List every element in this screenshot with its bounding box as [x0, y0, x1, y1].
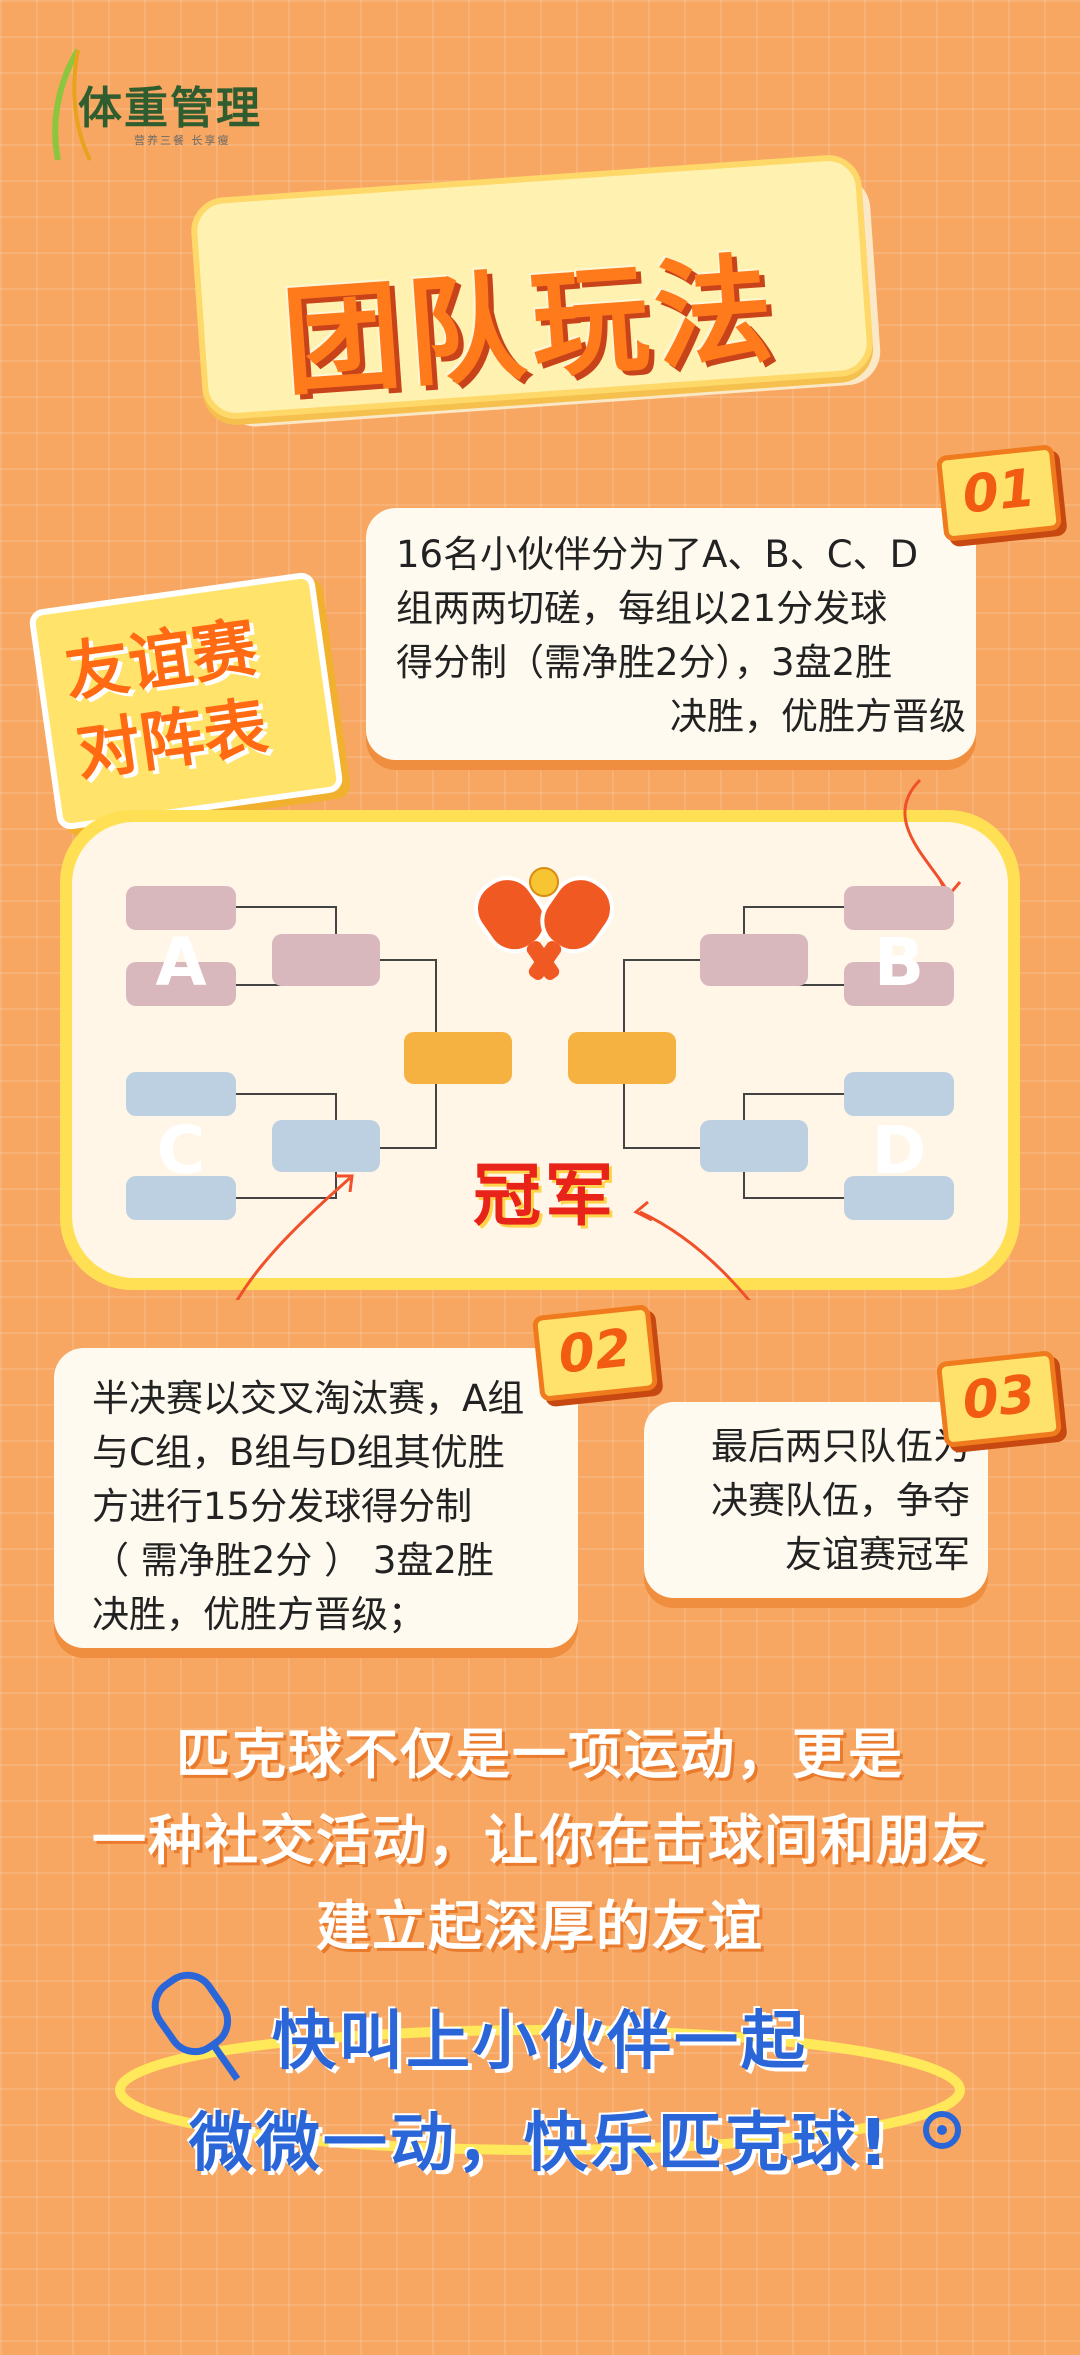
slogan-line: 建立起深厚的友谊 [316, 1895, 764, 1958]
group-c-winner-slot [272, 1120, 380, 1172]
cta-line-2: 微微一动，快乐匹克球! [188, 2107, 892, 2181]
group-b-slot [844, 886, 954, 930]
group-b-winner-slot [700, 934, 808, 986]
group-d-winner-slot [700, 1120, 808, 1172]
step-1-text: 16名小伙伴分为了A、B、C、D 组两两切磋，每组以21分发球 得分制（需净胜2… [396, 528, 966, 744]
logo-subtitle: 营养三餐 长享瘦 [134, 134, 231, 147]
step-2-line: 决胜，优胜方晋级； [92, 1593, 425, 1636]
step-1-line: 得分制（需净胜2分），3盘2胜 [396, 641, 893, 684]
step-1-line: 决胜，优胜方晋级 [670, 695, 966, 738]
step-2-line: 方进行15分发球得分制 [92, 1485, 473, 1528]
group-a-label: A [155, 924, 207, 1001]
step-2-line: （ 需净胜2分 ） 3盘2胜 [92, 1539, 494, 1582]
step-3-line: 最后两只队伍为 [711, 1425, 970, 1468]
step-3-line: 友谊赛冠军 [785, 1533, 970, 1576]
champion-label: 冠军 [472, 1157, 617, 1236]
crossed-paddles-icon [474, 867, 614, 980]
step-3-text: 最后两只队伍为 决赛队伍，争夺 友谊赛冠军 [680, 1420, 970, 1582]
step-1-line: 组两两切磋，每组以21分发球 [396, 587, 888, 630]
slogan-line: 一种社交活动，让你在击球间和朋友 [92, 1809, 988, 1872]
step-2-line: 半决赛以交叉淘汰赛，A组 [92, 1377, 525, 1420]
group-d-slot [844, 1072, 954, 1116]
final-slot-right [568, 1032, 676, 1084]
step-2-text: 半决赛以交叉淘汰赛，A组 与C组，B组与D组其优胜 方进行15分发球得分制 （ … [92, 1372, 562, 1642]
step-2-badge: 02 [531, 1304, 659, 1402]
group-b-slot [844, 962, 954, 1006]
cta-decoration [115, 1971, 965, 2155]
step-1-line: 16名小伙伴分为了A、B、C、D [396, 533, 919, 576]
cta-line-1: 快叫上小伙伴一起 [272, 2005, 808, 2079]
group-a-slot [126, 886, 236, 930]
group-d-slot [844, 1176, 954, 1220]
step-2-bubble: 半决赛以交叉淘汰赛，A组 与C组，B组与D组其优胜 方进行15分发球得分制 （ … [54, 1348, 578, 1648]
group-a-winner-slot [272, 934, 380, 986]
group-c-slot [126, 1176, 236, 1220]
leaf-icon [52, 48, 92, 161]
step-2-line: 与C组，B组与D组其优胜 [92, 1431, 505, 1474]
group-d-label: D [871, 1112, 927, 1189]
group-c-label: C [156, 1112, 206, 1189]
slogan-line: 匹克球不仅是一项运动，更是 [176, 1723, 904, 1786]
group-c-slot [126, 1072, 236, 1116]
final-slot-left [404, 1032, 512, 1084]
group-b-label: B [873, 924, 925, 1001]
step-3-bubble: 最后两只队伍为 决赛队伍，争夺 友谊赛冠军 [644, 1402, 988, 1598]
step-1-bubble: 16名小伙伴分为了A、B、C、D 组两两切磋，每组以21分发球 得分制（需净胜2… [366, 508, 976, 760]
step-3-badge: 03 [935, 1350, 1063, 1448]
step-3-line: 决赛队伍，争夺 [711, 1479, 970, 1522]
group-a-slot [126, 962, 236, 1006]
logo-text: 体重管理 [78, 83, 262, 134]
